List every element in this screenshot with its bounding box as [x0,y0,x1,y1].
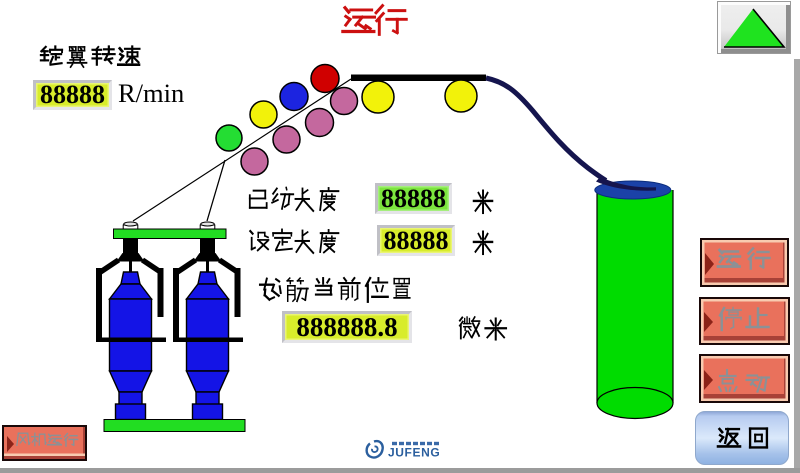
svg-text:JUFENG: JUFENG [388,446,440,460]
